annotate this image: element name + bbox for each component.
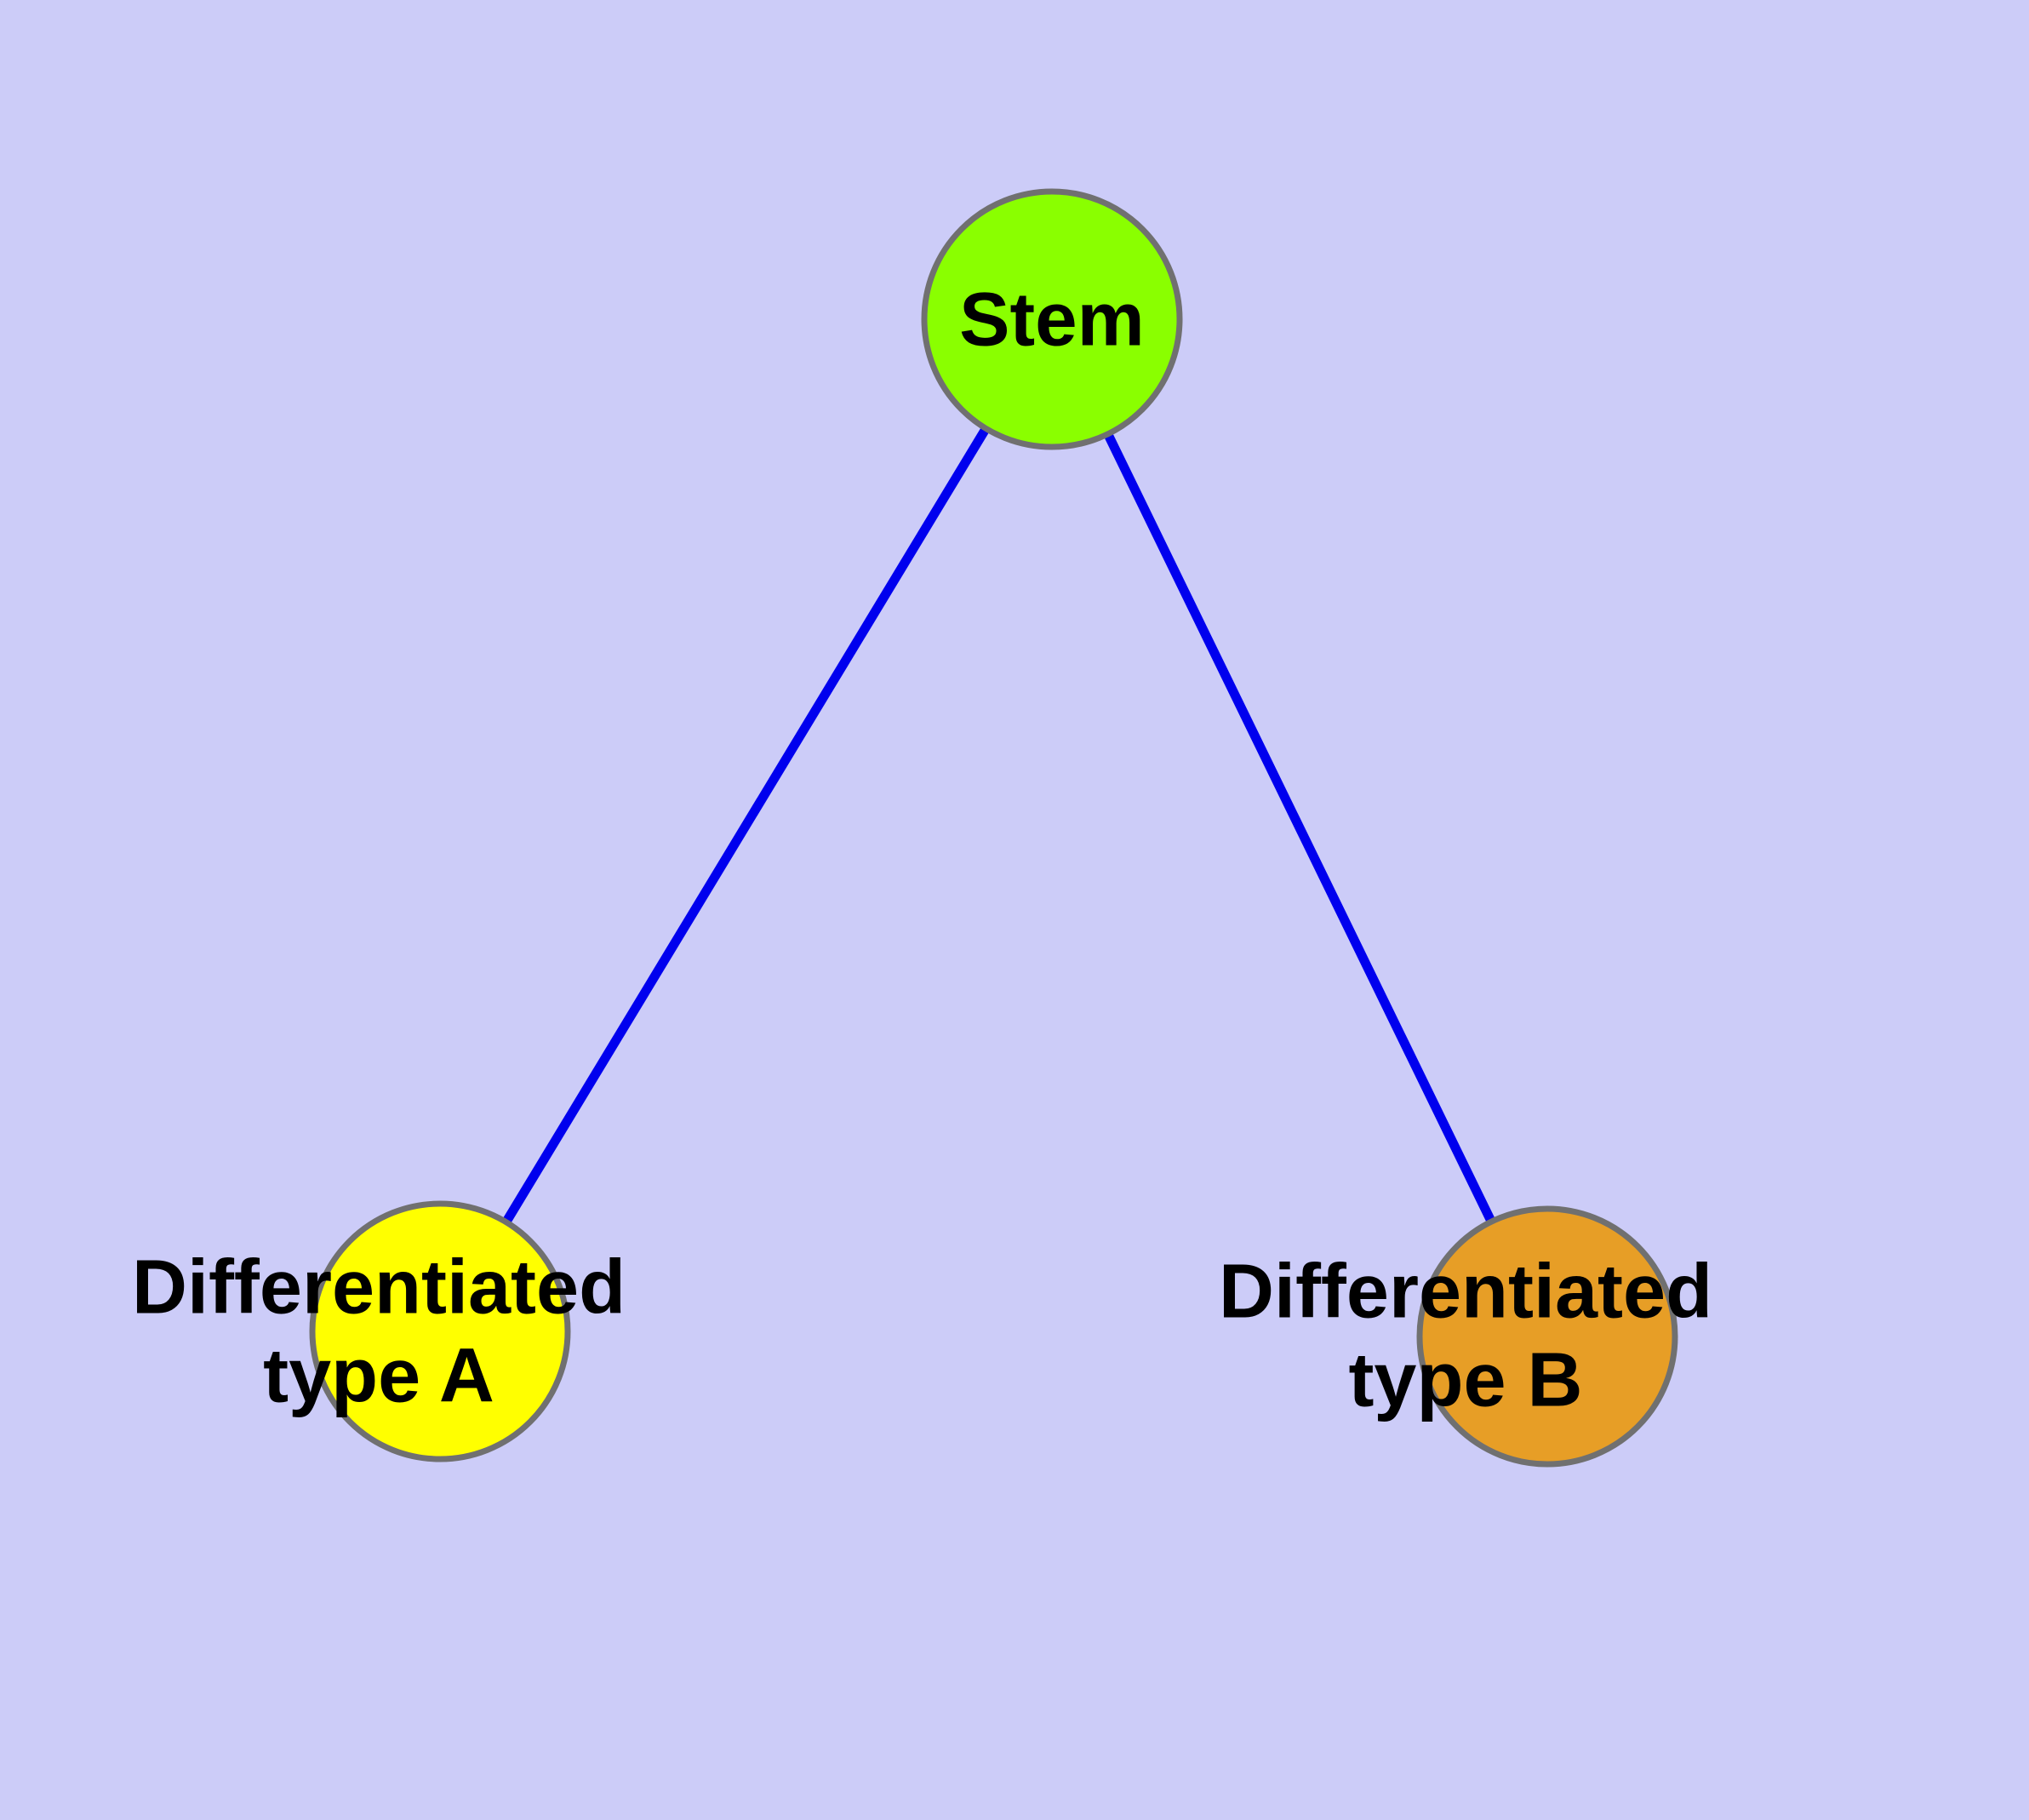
node-circle-diff-b[interactable] [1416, 1205, 1678, 1468]
edge-stem-to-diff-b [1048, 317, 1552, 1339]
node-layer [309, 188, 1678, 1468]
node-circle-stem[interactable] [921, 188, 1183, 450]
node-circle-diff-a[interactable] [309, 1200, 571, 1462]
edge-layer [436, 317, 1552, 1339]
edge-stem-to-diff-a [436, 317, 1056, 1334]
